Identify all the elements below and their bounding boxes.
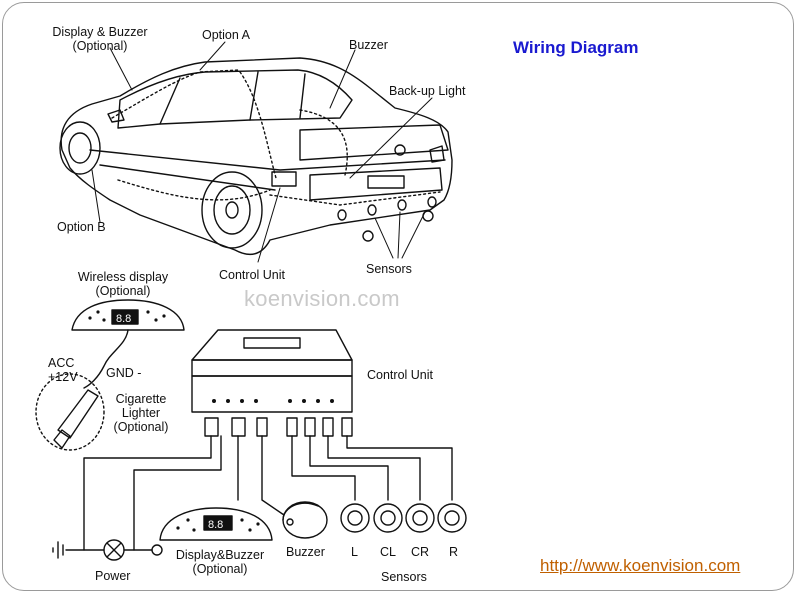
car-illustration [59, 57, 453, 256]
display-digits: 8.8 [208, 519, 223, 531]
label-control-unit: Control Unit [367, 368, 433, 382]
diagram-title: Wiring Diagram [513, 38, 639, 57]
buzzer-unit [282, 501, 328, 539]
display-buzzer-unit [159, 507, 273, 541]
label-option-a: Option A [202, 28, 250, 42]
power-lamp [103, 539, 125, 561]
label-sensor-r: R [449, 545, 459, 559]
label-sensors: Sensors [381, 570, 427, 584]
wireless-display-unit [35, 299, 185, 451]
sensor-row [340, 503, 467, 533]
watermark: koenvision.com [244, 286, 400, 311]
label-option-b: Option B [57, 220, 106, 234]
display-terminal [151, 544, 163, 556]
label-gnd: GND - [106, 366, 142, 380]
label-display-buzzer-schematic: Display&Buzzer (Optional) [175, 548, 265, 576]
label-power: Power [95, 569, 131, 583]
control-unit-box [191, 329, 353, 413]
website-link[interactable]: http://www.koenvision.com [540, 556, 741, 575]
label-sensor-cr: CR [411, 545, 430, 559]
leader-lines [91, 41, 433, 263]
wireless-digits: 8.8 [116, 313, 131, 325]
route-option-lines [111, 69, 441, 206]
label-buzzer: Buzzer [349, 38, 388, 52]
car-sensors [337, 196, 437, 242]
label-sensors-car: Sensors [366, 262, 412, 276]
label-control-unit-car: Control Unit [219, 268, 285, 282]
label-wireless-display: Wireless display (Optional) [77, 270, 169, 298]
wiring [52, 435, 453, 559]
connectors [204, 417, 353, 437]
label-sensor-l: L [351, 545, 358, 559]
label-acc: ACC +12V [48, 356, 78, 384]
label-buzzer-schematic: Buzzer [286, 545, 325, 559]
label-cigarette-lighter: Cigarette Lighter (Optional) [113, 392, 169, 434]
label-backup-light: Back-up Light [389, 84, 466, 98]
label-display-buzzer: Display & Buzzer (Optional) [52, 25, 148, 53]
label-sensor-cl: CL [380, 545, 396, 559]
